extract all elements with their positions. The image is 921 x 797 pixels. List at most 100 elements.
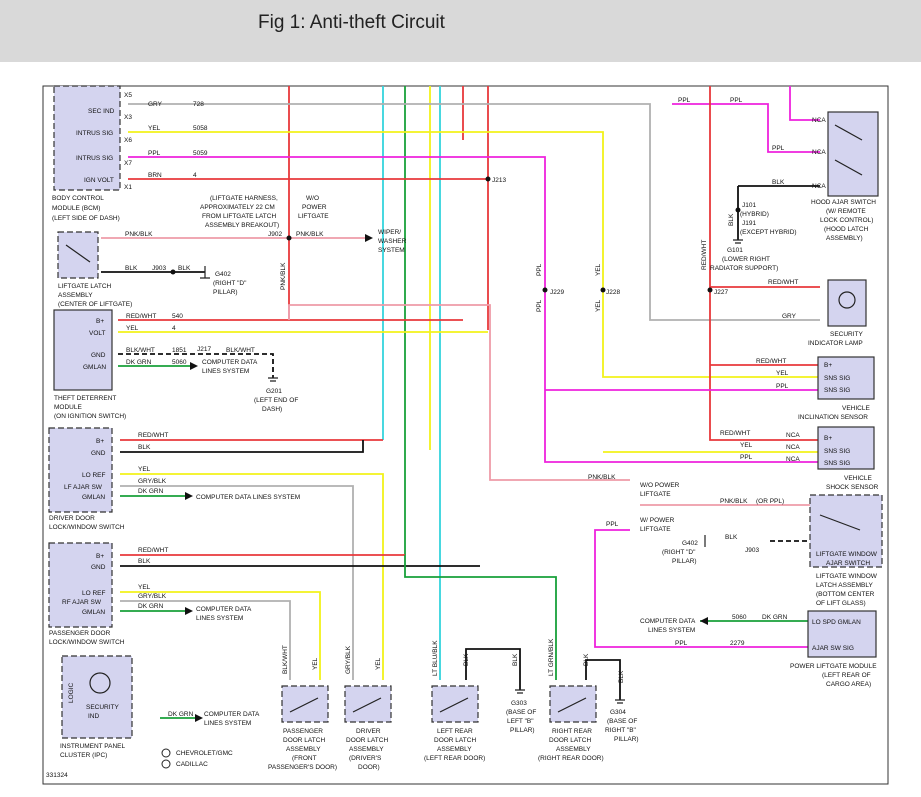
- liftgate-latch-label: LIFTGATE LATCH: [58, 283, 112, 290]
- splice-label: J227: [714, 289, 728, 296]
- splice-label: J902: [268, 231, 282, 238]
- switch-symbol: [834, 124, 863, 141]
- ground-label: G402: [215, 271, 231, 278]
- w-power-lg: W/ POWER: [640, 517, 675, 524]
- ground-label: PILLAR): [672, 558, 697, 565]
- cdl-label: COMPUTER DATA: [196, 606, 252, 613]
- hood-pin: NCA: [812, 117, 826, 124]
- power-pin: AJAR SW SIG: [812, 645, 854, 652]
- ground-symbol: [733, 239, 743, 244]
- wire-color-vertical: GRY/BLK: [345, 645, 352, 674]
- shock-pin: NCA: [786, 432, 800, 439]
- wire-color: BLK: [178, 265, 191, 272]
- splice-dot: [707, 287, 713, 293]
- circuit-number: 5060: [172, 359, 187, 366]
- pd-pin: GND: [91, 564, 106, 571]
- ipc-label: CLUSTER (IPC): [60, 752, 107, 759]
- wire-color: PPL: [730, 97, 743, 104]
- arrow-right-icon: [365, 234, 373, 242]
- wire-color: PNK/BLK: [720, 498, 748, 505]
- ground-symbol: [200, 266, 210, 279]
- wire-color: GRY/BLK: [138, 478, 167, 485]
- wire-intrus-2: [128, 156, 820, 463]
- wire-color: (OR PPL): [756, 498, 784, 505]
- wire-color: DK GRN: [126, 359, 152, 366]
- drv-latch-label: DRIVER: [356, 728, 381, 735]
- wo-power-note: LIFTGATE: [298, 213, 329, 220]
- shock-pin: NCA: [786, 456, 800, 463]
- drv-latch-label: (DRIVER'S: [349, 755, 382, 762]
- wire-hood-a: [789, 86, 820, 121]
- splice-dot: [735, 207, 741, 213]
- ground-label: G402: [682, 540, 698, 547]
- wo-power-note: POWER: [302, 204, 327, 211]
- cdl-label: LINES SYSTEM: [202, 368, 249, 375]
- wire-color: PPL: [148, 150, 161, 157]
- ipc-pin: SECURITY: [86, 704, 120, 711]
- ground-label: (RIGHT "D": [662, 549, 696, 556]
- dd-pin: GND: [91, 450, 106, 457]
- window-label: LIFTGATE WINDOW: [816, 551, 878, 558]
- wire-color: BLK: [138, 444, 151, 451]
- wire-color: PNK/BLK: [588, 474, 616, 481]
- pass-latch-label: ASSEMBLY: [286, 746, 321, 753]
- lamp-label: SECURITY: [830, 331, 864, 338]
- window-caption: OF LIFT GLASS): [816, 600, 866, 607]
- wo-power-lg: LIFTGATE: [640, 491, 671, 498]
- wire-color: BLK: [772, 179, 785, 186]
- theft-label: (ON IGNITION SWITCH): [54, 413, 126, 420]
- drv-latch-label: DOOR): [358, 764, 380, 771]
- ipc-pin: IND: [88, 713, 100, 720]
- bcm-label: MODULE (BCM): [52, 205, 100, 212]
- wire-liftgate-pnkblk: [288, 304, 630, 481]
- ground-label: G303: [511, 700, 527, 707]
- wire-pd-loref: [120, 591, 321, 680]
- pd-label: PASSENGER DOOR: [49, 630, 111, 637]
- hood-label: (W/ REMOTE: [826, 208, 866, 215]
- wire-color-vertical: YEL: [375, 657, 382, 670]
- wire-color-vertical: PNK/BLK: [280, 262, 287, 290]
- drv-latch-label: ASSEMBLY: [349, 746, 384, 753]
- wiring-diagram: SEC IND INTRUS SIG INTRUS SIG IGN VOLT X…: [42, 85, 889, 785]
- wire-color: PPL: [772, 145, 785, 152]
- wire-color: BLK: [138, 558, 151, 565]
- security-lamp-module: [827, 279, 867, 327]
- switch-symbol: [65, 244, 91, 263]
- cdl-label: COMPUTER DATA: [640, 618, 696, 625]
- power-label: CARGO AREA): [826, 681, 871, 688]
- pass-latch-label: PASSENGER'S DOOR): [268, 764, 337, 771]
- dd-label: DRIVER DOOR: [49, 515, 95, 522]
- wire-color-vertical: BLK: [463, 653, 470, 666]
- wire-color: YEL: [138, 466, 151, 473]
- theft-pin: GMLAN: [83, 364, 106, 371]
- pd-label: LOCK/WINDOW SWITCH: [49, 639, 125, 646]
- splice-label: J903: [152, 265, 166, 272]
- hood-label: ASSEMBLY): [826, 235, 863, 242]
- bcm-connector: X6: [124, 137, 132, 144]
- wire-color: YEL: [126, 325, 139, 332]
- dd-pin: LF AJAR SW: [64, 484, 103, 491]
- title-bar: Fig 1: Anti-theft Circuit: [0, 0, 921, 62]
- wire-color: PPL: [740, 454, 753, 461]
- circuit-number: 1851: [172, 347, 187, 354]
- window-label: AJAR SWITCH: [826, 560, 870, 567]
- wiper-note: SYSTEM: [378, 247, 405, 254]
- wire-color-vertical: PPL: [536, 299, 543, 312]
- splice-dot: [170, 269, 176, 275]
- pd-pin: GMLAN: [82, 609, 105, 616]
- liftgate-latch-label: ASSEMBLY: [58, 292, 93, 299]
- wo-power-lg: W/O POWER: [640, 482, 680, 489]
- legend-1: CHEVROLET/GMC: [176, 750, 233, 757]
- splice-label: J217: [197, 346, 211, 353]
- splice-dot: [542, 287, 548, 293]
- legend-1-circle: [161, 748, 171, 758]
- arrow-right-icon: [190, 362, 198, 370]
- wire-color: GRY/BLK: [138, 593, 167, 600]
- wire-color: RED/WHT: [138, 432, 168, 439]
- driver-door-module: [48, 427, 113, 513]
- ground-label: G304: [610, 709, 626, 716]
- shock-label: SHOCK SENSOR: [826, 484, 879, 491]
- wire-color: GRY: [148, 101, 163, 108]
- switch-symbol: [819, 514, 861, 531]
- pass-latch-label: DOOR LATCH: [283, 737, 325, 744]
